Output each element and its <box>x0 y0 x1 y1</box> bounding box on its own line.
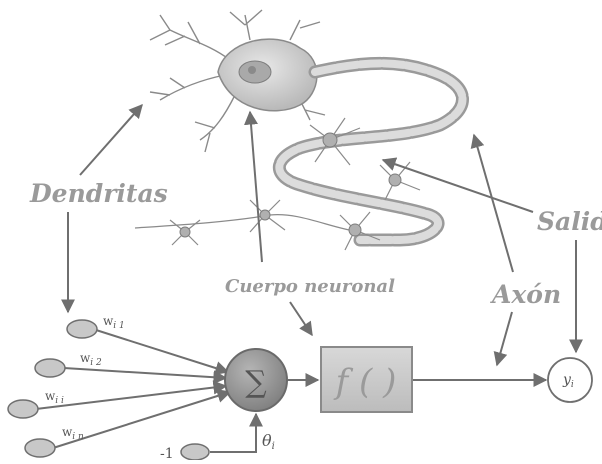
input-node-i <box>8 400 38 418</box>
axon-arrow-down <box>497 312 512 365</box>
input-2-line <box>64 368 226 378</box>
nucleolus <box>248 66 256 74</box>
dendritas-arrow-up <box>80 105 142 175</box>
input-nodes <box>8 320 209 460</box>
weight-label-1: wi 1 <box>103 314 125 331</box>
activation-function-label: f ( ) <box>333 362 397 402</box>
input-i-line <box>36 386 226 409</box>
input-connections <box>36 330 546 452</box>
salida-label: Salida <box>537 207 602 236</box>
axon-label: Axón <box>490 280 561 309</box>
input-1-line <box>96 330 228 372</box>
cuerpo-arrow-up <box>250 112 262 262</box>
weight-label-i: wi i <box>45 389 64 406</box>
input-node-1 <box>67 320 97 338</box>
input-node-n <box>25 439 55 457</box>
threshold-label: θi <box>262 431 275 452</box>
weight-label-2: wi 2 <box>80 351 102 368</box>
biological-neuron-illustration <box>135 10 463 250</box>
bias-input-node <box>181 444 209 460</box>
cuerpo-arrow-down <box>290 302 312 335</box>
weight-label-n: wi n <box>62 425 84 442</box>
cuerpo-neuronal-label: Cuerpo neuronal <box>225 276 395 297</box>
bias-input-value: -1 <box>160 446 174 460</box>
bias-line <box>210 414 256 452</box>
input-node-2 <box>35 359 65 377</box>
dendritas-label: Dendritas <box>29 179 168 208</box>
summation-symbol: ∑ <box>245 365 267 400</box>
